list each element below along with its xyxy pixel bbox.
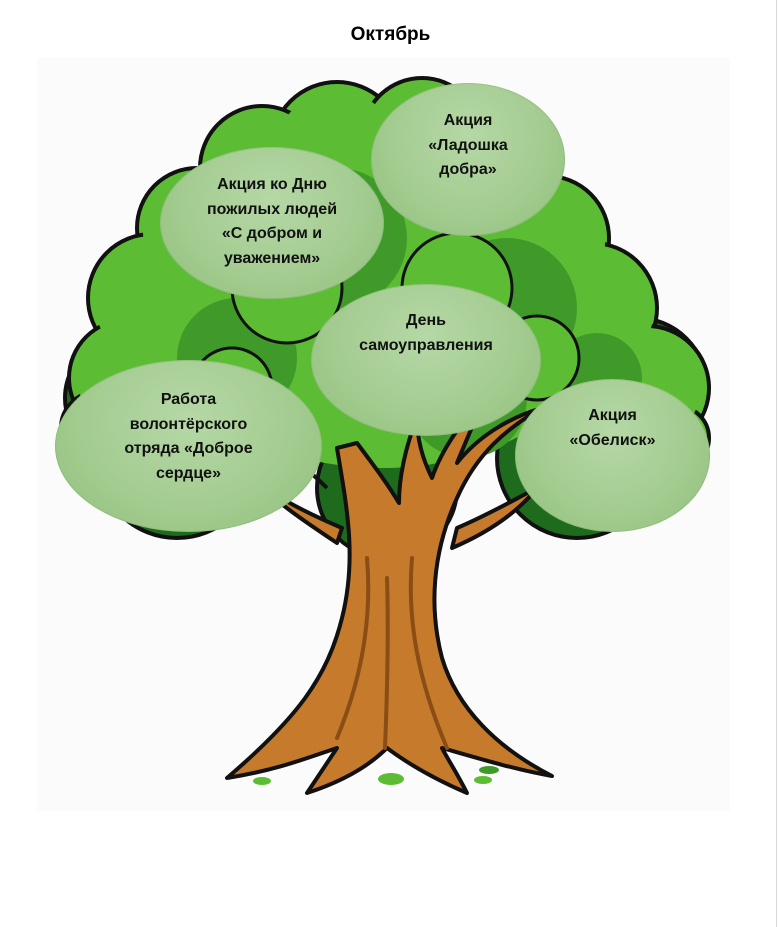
event-text: День самоуправления bbox=[359, 312, 493, 354]
page-title: Октябрь bbox=[350, 24, 431, 45]
grass-tufts bbox=[253, 766, 499, 785]
trunk-shading bbox=[335, 556, 449, 750]
event-text: Акция «Ладошка добра» bbox=[428, 112, 508, 178]
page-edge bbox=[776, 0, 777, 927]
event-bubble-self-government: День самоуправления bbox=[311, 284, 541, 436]
event-bubble-obelisk: Акция «Обелиск» bbox=[515, 379, 710, 532]
event-bubble-elderly-day: Акция ко Дню пожилых людей «С добром и у… bbox=[160, 147, 384, 299]
event-text: Работа волонтёрского отряда «Доброе серд… bbox=[124, 391, 253, 482]
event-text: Акция «Обелиск» bbox=[569, 407, 656, 449]
event-text: Акция ко Дню пожилых людей «С добром и у… bbox=[206, 176, 338, 267]
event-bubble-volunteer-squad: Работа волонтёрского отряда «Доброе серд… bbox=[55, 360, 322, 532]
event-bubble-ladoshka: Акция «Ладошка добра» bbox=[371, 83, 565, 236]
